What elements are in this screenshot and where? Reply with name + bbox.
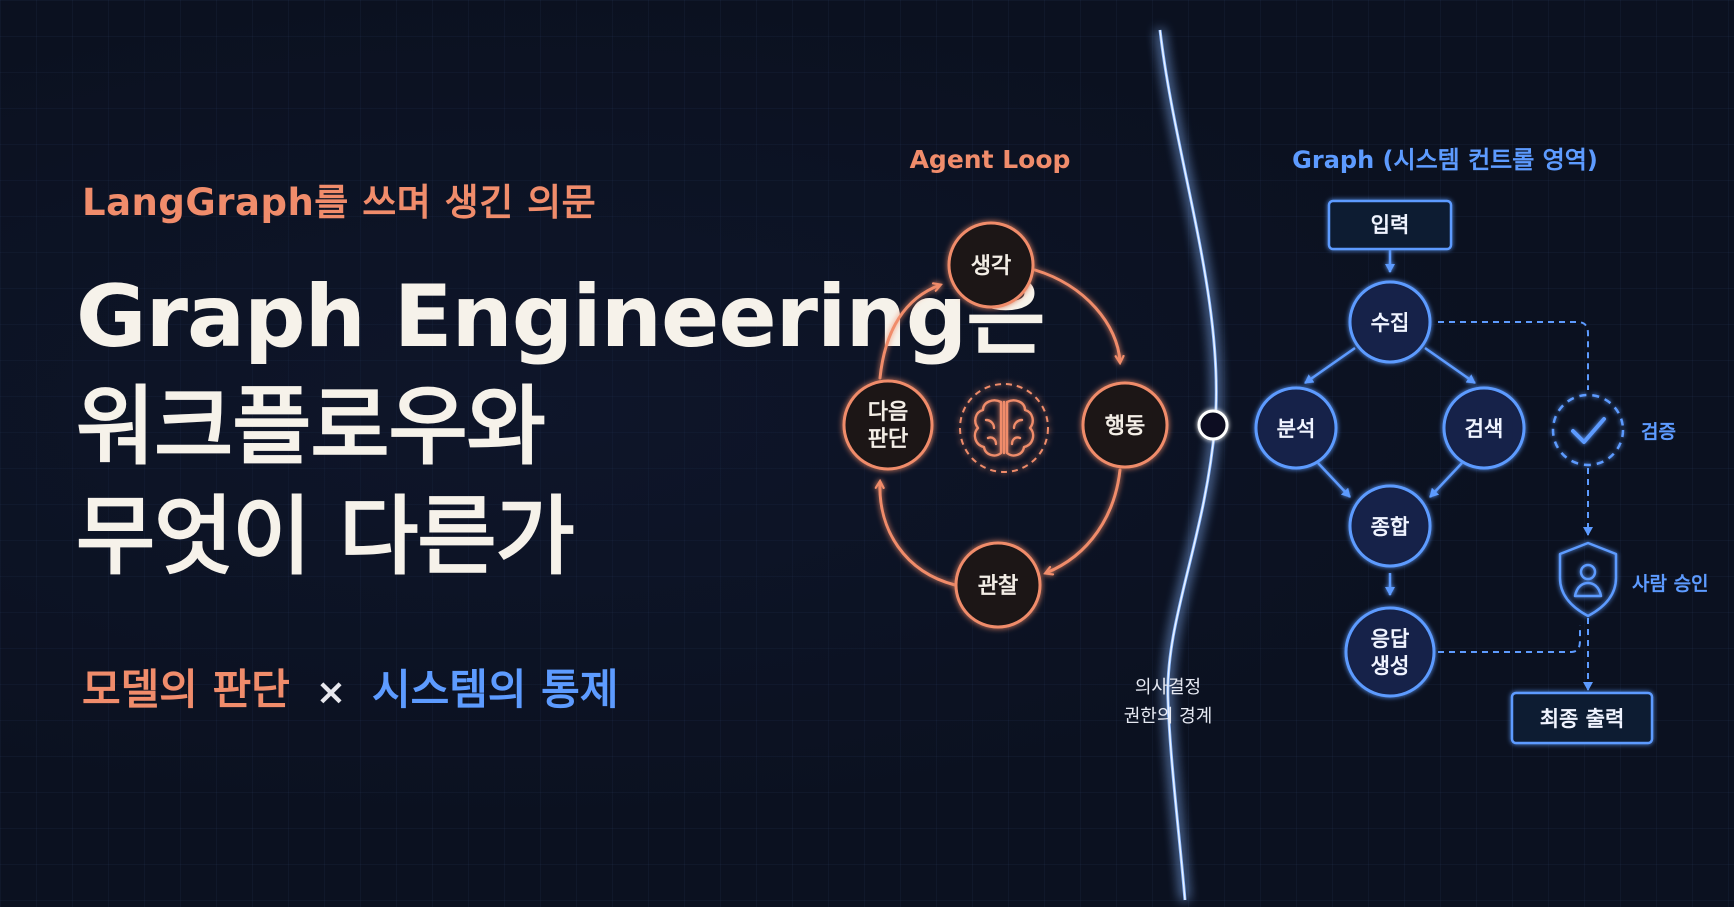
tagline-times-icon: ×: [315, 672, 346, 713]
title-line-2: 워크플로우와: [76, 377, 546, 477]
graph-dashed-edges: [1438, 321, 1593, 691]
node-observe-label: 관찰: [978, 574, 1018, 599]
boundary-label-2: 권한의 경계: [1124, 706, 1213, 727]
agent-loop-title: Agent Loop: [910, 145, 1071, 174]
graph-edges: [1304, 250, 1476, 596]
tagline: 모델의 판단 × 시스템의 통제: [82, 656, 618, 717]
tagline-system-control: 시스템의 통제: [372, 665, 619, 714]
node-final-output: [1510, 691, 1654, 745]
node-collect: [1348, 280, 1432, 364]
title-line-3: 무엇이 다른가: [76, 487, 575, 587]
node-input-label: 입력: [1371, 213, 1410, 237]
node-act: [1081, 381, 1169, 469]
graph-nodes: [1254, 199, 1654, 745]
node-analyze-label: 분석: [1277, 417, 1316, 441]
boundary-node: [1197, 409, 1229, 441]
node-think: [947, 221, 1035, 309]
verify-label: 검증: [1641, 421, 1676, 443]
check-icon: [1551, 393, 1625, 467]
boundary-label-1: 의사결정: [1135, 677, 1201, 698]
agent-loop-nodes: [842, 221, 1169, 629]
node-final-output-label: 최종 출력: [1540, 707, 1625, 731]
node-search: [1442, 386, 1526, 470]
arrow-observe-to-next: [880, 482, 957, 587]
node-synthesize: [1348, 484, 1432, 568]
arrow-next-to-think: [878, 285, 940, 380]
node-input: [1327, 199, 1453, 251]
tagline-model-judgment: 모델의 판단: [82, 665, 290, 714]
agent-loop-arrows: [878, 268, 1122, 587]
node-synthesize-label: 종합: [1371, 515, 1410, 539]
edge-collect-search: [1424, 346, 1476, 385]
node-respond-label-2: 생성: [1371, 654, 1410, 678]
node-respond-label-1: 응답: [1371, 627, 1410, 651]
edge-collect-analyze: [1304, 346, 1356, 385]
node-act-label: 행동: [1105, 414, 1145, 439]
node-analyze: [1254, 386, 1338, 470]
boundary-line-core: [1159, 29, 1218, 901]
edge-collect-verify: [1438, 321, 1589, 390]
edge-respond-final: [1438, 625, 1581, 653]
approval-label: 사람 승인: [1632, 573, 1709, 595]
edge-analyze-synth: [1317, 462, 1351, 498]
boundary-line: [1158, 29, 1218, 901]
node-respond: [1344, 606, 1436, 698]
graph-title: Graph (시스템 컨트롤 영역): [1292, 146, 1598, 174]
node-collect-label: 수집: [1371, 311, 1410, 335]
shield-user-icon: [1558, 541, 1618, 618]
node-observe: [954, 541, 1042, 629]
subtitle: LangGraph를 쓰며 생긴 의문: [82, 181, 597, 224]
node-next-judgment: [842, 379, 934, 471]
main-title: Graph Engineering은 워크플로우와 무엇이 다른가: [76, 262, 1045, 592]
brain-icon: [959, 383, 1049, 473]
node-next-label-1: 다음: [868, 400, 908, 425]
edge-search-synth: [1429, 462, 1463, 498]
node-next-label-2: 판단: [868, 427, 908, 452]
node-search-label: 검색: [1465, 417, 1504, 441]
arrow-act-to-observe: [1046, 468, 1122, 573]
node-think-label: 생각: [971, 254, 1011, 279]
arrow-think-to-act: [1033, 268, 1120, 362]
